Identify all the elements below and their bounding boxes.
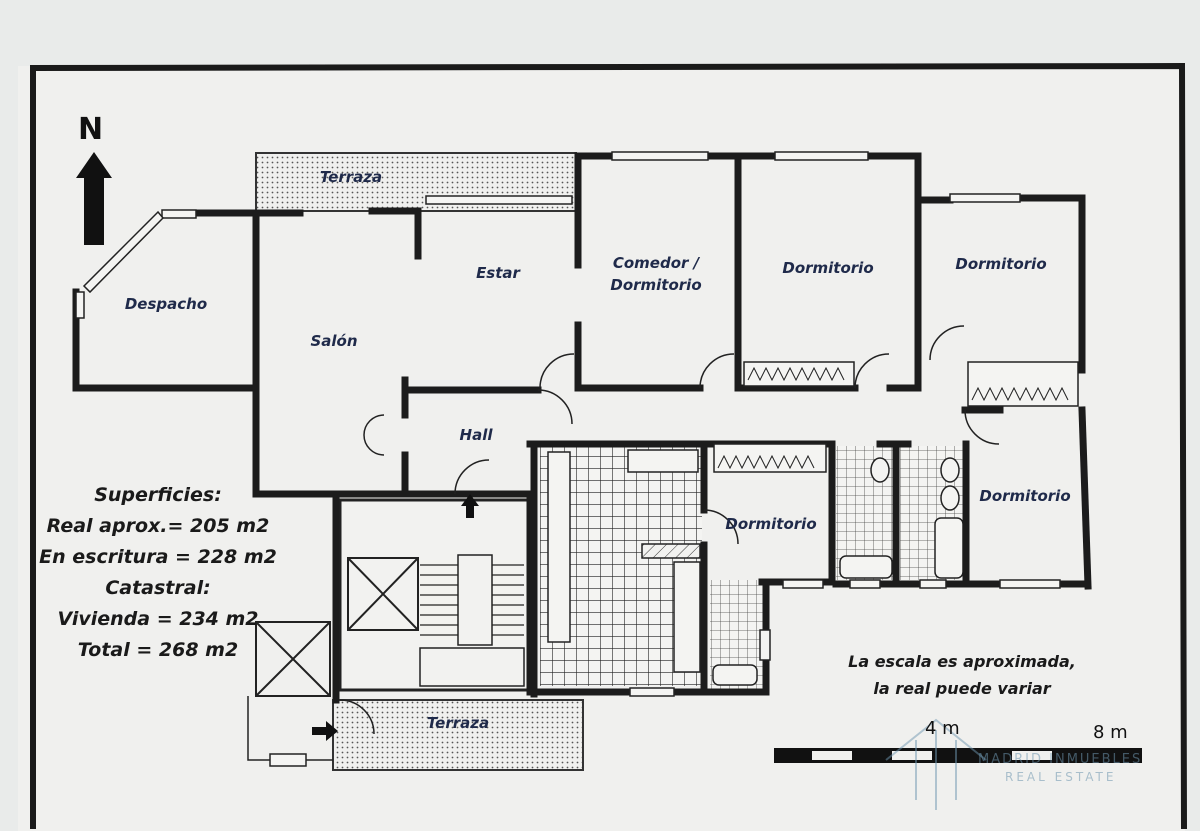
room-label-dormitorio-4: Dormitorio bbox=[979, 487, 1071, 505]
scale-note-line2: la real puede variar bbox=[873, 679, 1051, 698]
despacho-window bbox=[75, 209, 197, 319]
room-label-despacho: Despacho bbox=[124, 295, 208, 313]
terraza-bottom-area bbox=[332, 699, 584, 771]
scale-note: La escala es aproximada, la real puede v… bbox=[812, 648, 1112, 702]
room-label-salon: Salón bbox=[310, 332, 358, 350]
entrance bbox=[247, 696, 333, 767]
windows bbox=[425, 151, 1061, 697]
up-arrow-icon bbox=[461, 494, 479, 518]
room-label-dormitorio-3: Dormitorio bbox=[725, 515, 817, 533]
surface-vivienda: Vivienda = 234 m2 bbox=[57, 608, 259, 630]
scale-bar bbox=[774, 748, 1142, 763]
north-label: N bbox=[78, 112, 104, 147]
surface-real: Real aprox.= 205 m2 bbox=[46, 515, 270, 537]
watermark-logo bbox=[885, 718, 987, 810]
scale-label-4m: 4 m bbox=[925, 718, 960, 739]
north-arrow-icon bbox=[76, 152, 112, 245]
room-label-terraza-bottom: Terraza bbox=[426, 714, 490, 732]
scale-note-line1: La escala es aproximada, bbox=[848, 652, 1076, 671]
door-swings bbox=[339, 325, 1000, 735]
room-label-hall: Hall bbox=[459, 426, 493, 444]
elevator-2 bbox=[255, 621, 331, 697]
elevator-1 bbox=[347, 557, 419, 631]
surface-escritura: En escritura = 228 m2 bbox=[39, 546, 277, 568]
surfaces-heading: Superficies: bbox=[94, 484, 222, 506]
outer-frame bbox=[30, 62, 1187, 830]
room-label-terraza-top: Terraza bbox=[319, 168, 383, 186]
surfaces-block: Superficies: Real aprox.= 205 m2 En escr… bbox=[28, 480, 288, 666]
surface-catastral-heading: Catastral: bbox=[105, 577, 211, 599]
watermark-tagline: REAL ESTATE bbox=[1005, 770, 1117, 784]
scale-label-8m: 8 m bbox=[1093, 722, 1128, 743]
room-label-dormitorio-1: Dormitorio bbox=[782, 259, 874, 277]
room-label-estar: Estar bbox=[476, 264, 520, 282]
room-label-comedor: Comedor / Dormitorio bbox=[610, 254, 702, 294]
entrance-arrow-icon bbox=[312, 721, 338, 741]
watermark-brand: MADRID INMUEBLES bbox=[978, 752, 1143, 767]
surface-total: Total = 268 m2 bbox=[77, 639, 239, 661]
room-label-dormitorio-2: Dormitorio bbox=[955, 255, 1047, 273]
